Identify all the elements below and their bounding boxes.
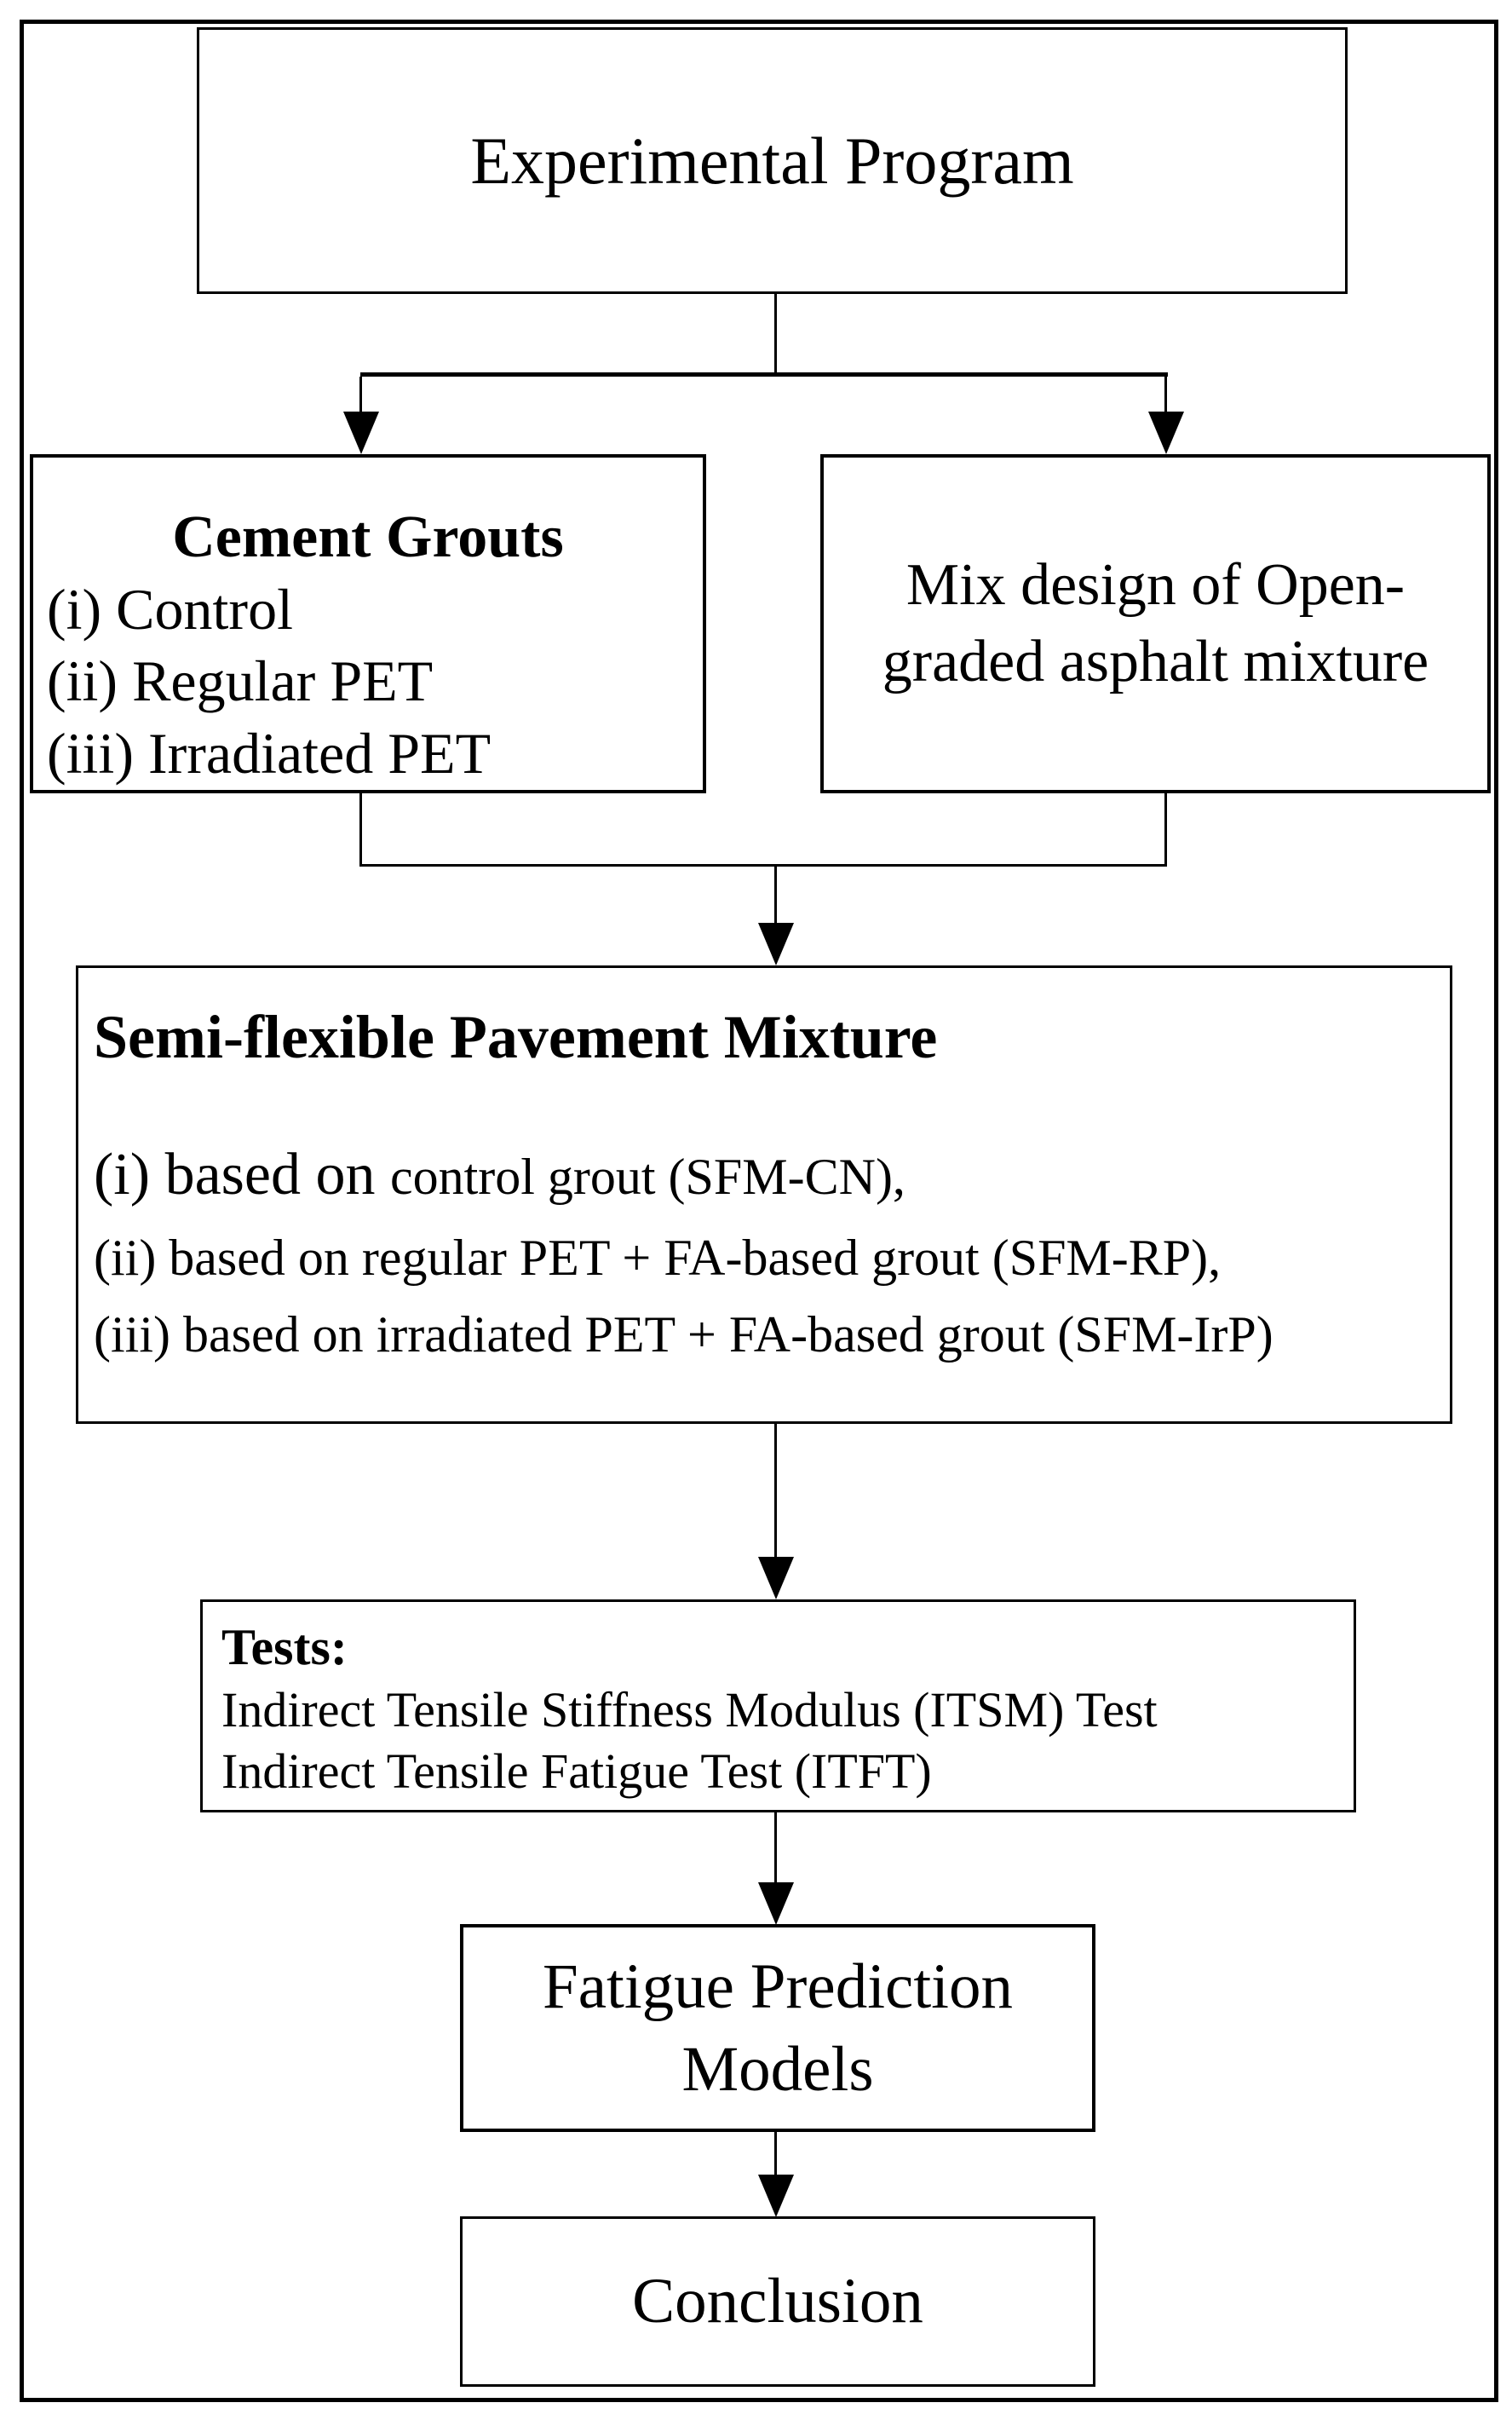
tests-box: Tests: Indirect Tensile Stiffness Modulu… <box>200 1599 1356 1812</box>
connector-tests-stem <box>774 1812 777 1884</box>
connector-cement-drop <box>359 793 362 867</box>
connector-merge-stem <box>774 864 777 925</box>
tests-title: Tests: <box>221 1619 348 1675</box>
arrowhead-to-fatigue-icon <box>758 1882 794 1925</box>
outer-border <box>20 20 1498 2402</box>
connector-semi-stem <box>774 1424 777 1559</box>
arrowhead-to-semi-icon <box>758 923 794 965</box>
tests-item-itft: Indirect Tensile Fatigue Test (ITFT) <box>221 1743 932 1799</box>
mix-design-box: Mix design of Open- graded asphalt mixtu… <box>820 454 1491 793</box>
fatigue-prediction-label-line1: Fatigue Prediction <box>543 1950 1013 2022</box>
semi-flexible-item-3: (iii) based on irradiated PET + FA-based… <box>94 1305 1273 1363</box>
cement-grouts-item-control: (i) Control <box>47 577 293 642</box>
tests-item-itsm: Indirect Tensile Stiffness Modulus (ITSM… <box>221 1682 1158 1737</box>
fatigue-prediction-box: Fatigue Prediction Models <box>460 1924 1095 2132</box>
mix-design-label-line2: graded asphalt mixture <box>882 629 1429 694</box>
fatigue-prediction-label-line2: Models <box>681 2034 874 2105</box>
arrowhead-to-mix-icon <box>1148 412 1184 454</box>
semi-flexible-item-1-rest: control grout (SFM-CN), <box>389 1148 905 1205</box>
conclusion-label: Conclusion <box>632 2266 923 2337</box>
cement-grouts-box: Cement Grouts (i) Control (ii) Regular P… <box>30 454 706 793</box>
connector-split-left-drop <box>359 377 362 419</box>
connector-split-bar <box>360 372 1168 377</box>
conclusion-box: Conclusion <box>460 2216 1095 2387</box>
semi-flexible-title: Semi-flexible Pavement Mixture <box>94 1003 938 1071</box>
experimental-program-label: Experimental Program <box>470 123 1074 198</box>
connector-exp-stem <box>774 294 777 374</box>
connector-fatigue-stem <box>774 2132 777 2179</box>
arrowhead-to-conclusion-icon <box>758 2175 794 2217</box>
connector-merge-bar <box>359 864 1167 867</box>
arrowhead-to-cement-icon <box>343 412 379 454</box>
cement-grouts-item-irradiated-pet: (iii) Irradiated PET <box>47 720 492 786</box>
cement-grouts-title: Cement Grouts <box>172 504 564 570</box>
semi-flexible-box: Semi-flexible Pavement Mixture (i) based… <box>76 965 1452 1424</box>
experimental-program-box: Experimental Program <box>197 27 1348 294</box>
arrowhead-to-tests-icon <box>758 1557 794 1599</box>
semi-flexible-item-1: (i) based on control grout (SFM-CN), <box>94 1130 1434 1219</box>
semi-flexible-item-1-lead: (i) based on <box>94 1141 390 1207</box>
semi-flexible-item-2: (ii) based on regular PET + FA-based gro… <box>94 1229 1222 1286</box>
cement-grouts-item-regular-pet: (ii) Regular PET <box>47 648 434 714</box>
connector-split-right-drop <box>1164 377 1167 419</box>
mix-design-label-line1: Mix design of Open- <box>905 552 1406 619</box>
connector-mix-drop <box>1164 793 1167 867</box>
